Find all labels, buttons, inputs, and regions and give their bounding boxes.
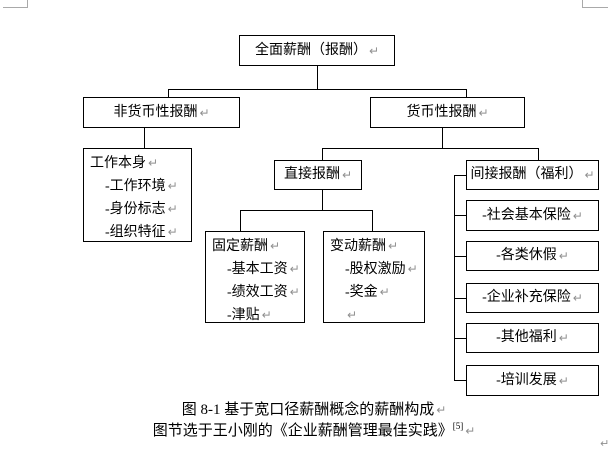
list-item: -奖金	[345, 285, 378, 300]
connector-level3-horizontal	[240, 210, 373, 211]
connector-drop-monetary	[466, 89, 467, 97]
connector-drop-variable	[372, 210, 373, 231]
paragraph-mark-icon: ↵	[379, 285, 390, 299]
node-direct-compensation[interactable]: 直接报酬↵	[274, 160, 362, 190]
node-supplementary-insurance[interactable]: -企业补充保险↵	[466, 283, 599, 313]
node-vacations[interactable]: -各类休假↵	[466, 241, 599, 271]
paragraph-mark-icon: ↵	[558, 373, 569, 388]
connector-stub-training	[454, 380, 466, 381]
node-label: 全面薪酬（报酬）	[254, 42, 367, 58]
paragraph-mark-icon: ↵	[289, 285, 300, 299]
crop-mark-top-left-icon	[3, 0, 28, 8]
paragraph-mark-icon: ↵	[558, 249, 569, 263]
node-total-compensation[interactable]: 全面薪酬（报酬）↵	[239, 35, 395, 66]
paragraph-mark-icon: ↵	[368, 43, 380, 58]
paragraph-mark-icon: ↵	[600, 437, 610, 450]
paragraph-mark-icon: ↵	[478, 105, 489, 120]
figure-caption: 图 8-1 基于宽口径薪酬概念的薪酬构成↵ 图节选于王小刚的《企业薪酬管理最佳实…	[0, 400, 616, 442]
list-item: -绩效工资	[227, 285, 288, 300]
paragraph-mark-icon: ↵	[289, 262, 300, 276]
node-work-itself[interactable]: 工作本身↵ -工作环境↵ -身份标志↵ -组织特征↵	[83, 148, 192, 242]
node-variable-pay[interactable]: 变动薪酬↵ -股权激励↵ -奖金↵ ↵	[323, 231, 425, 323]
caption-line-2: 图节选于王小刚的《企业薪酬管理最佳实践》[5]↵	[152, 421, 476, 440]
list-item: -基本工资	[227, 262, 288, 277]
node-label: 货币性报酬	[406, 104, 477, 120]
node-label: 工作本身	[90, 156, 146, 171]
node-label: -培训发展	[496, 372, 557, 388]
node-other-benefits[interactable]: -其他福利↵	[466, 323, 599, 353]
connector-level1-horizontal	[168, 89, 467, 90]
node-label: -各类休假	[496, 248, 557, 263]
node-training-development[interactable]: -培训发展↵	[466, 365, 599, 396]
connector-drop-direct	[322, 148, 323, 160]
paragraph-mark-icon: ↵	[167, 225, 178, 239]
connector-stub-indirect	[454, 175, 466, 176]
node-social-insurance[interactable]: -社会基本保险↵	[466, 200, 599, 231]
paragraph-mark-icon: ↵	[584, 168, 595, 182]
paragraph-mark-icon: ↵	[465, 424, 476, 438]
connector-drop-non-monetary	[168, 89, 169, 97]
connector-drop-fixed	[240, 210, 241, 231]
connector-drop-indirect	[538, 148, 539, 160]
node-label: -其他福利	[496, 330, 557, 345]
connector-stub-vacation	[454, 256, 466, 257]
paragraph-mark-icon: ↵	[347, 308, 358, 322]
paragraph-mark-icon: ↵	[199, 105, 210, 120]
connector-non-monetary-to-work	[144, 128, 145, 148]
paragraph-mark-icon: ↵	[407, 262, 418, 276]
connector-direct-down	[322, 190, 323, 210]
node-fixed-pay[interactable]: 固定薪酬↵ -基本工资↵ -绩效工资↵ -津贴↵	[205, 231, 305, 323]
node-label: 直接报酬	[283, 167, 340, 182]
crop-mark-top-right-icon	[582, 0, 608, 8]
paragraph-mark-icon: ↵	[341, 168, 353, 182]
connector-monetary-down	[442, 128, 443, 148]
node-monetary[interactable]: 货币性报酬↵	[370, 97, 525, 128]
list-item: -股权激励	[345, 262, 406, 277]
connector-stub-social	[454, 215, 466, 216]
node-label: -企业补充保险	[482, 290, 571, 305]
paragraph-mark-icon: ↵	[572, 208, 583, 223]
paragraph-mark-icon: ↵	[436, 403, 447, 417]
node-label: 变动薪酬	[330, 239, 386, 254]
connector-stub-other	[454, 338, 466, 339]
connector-stub-supplement	[454, 298, 466, 299]
paragraph-mark-icon: ↵	[388, 239, 399, 253]
paragraph-mark-icon: ↵	[261, 308, 272, 322]
paragraph-mark-icon: ↵	[167, 179, 178, 193]
node-label: 间接报酬（福利）	[470, 167, 583, 182]
node-label: 固定薪酬	[212, 239, 268, 254]
connector-root-down	[317, 66, 318, 89]
node-indirect-compensation[interactable]: 间接报酬（福利）↵	[466, 160, 599, 190]
paragraph-mark-icon: ↵	[558, 331, 569, 345]
list-item: -津贴	[227, 308, 260, 323]
connector-level2-horizontal	[322, 148, 539, 149]
node-label: -社会基本保险	[482, 207, 571, 223]
paragraph-mark-icon: ↵	[148, 156, 159, 170]
paragraph-mark-icon: ↵	[572, 291, 583, 305]
connector-benefits-spine	[454, 175, 455, 380]
paragraph-mark-icon: ↵	[167, 202, 178, 216]
list-item: -工作环境	[105, 179, 166, 194]
list-item: -组织特征	[105, 225, 166, 240]
node-non-monetary[interactable]: 非货币性报酬↵	[83, 97, 240, 128]
node-label: 非货币性报酬	[113, 104, 198, 120]
caption-line-1: 图 8-1 基于宽口径薪酬概念的薪酬构成↵	[181, 402, 447, 418]
list-item: -身份标志	[105, 202, 166, 217]
paragraph-mark-icon: ↵	[270, 239, 281, 253]
citation-superscript: [5]	[452, 421, 464, 431]
